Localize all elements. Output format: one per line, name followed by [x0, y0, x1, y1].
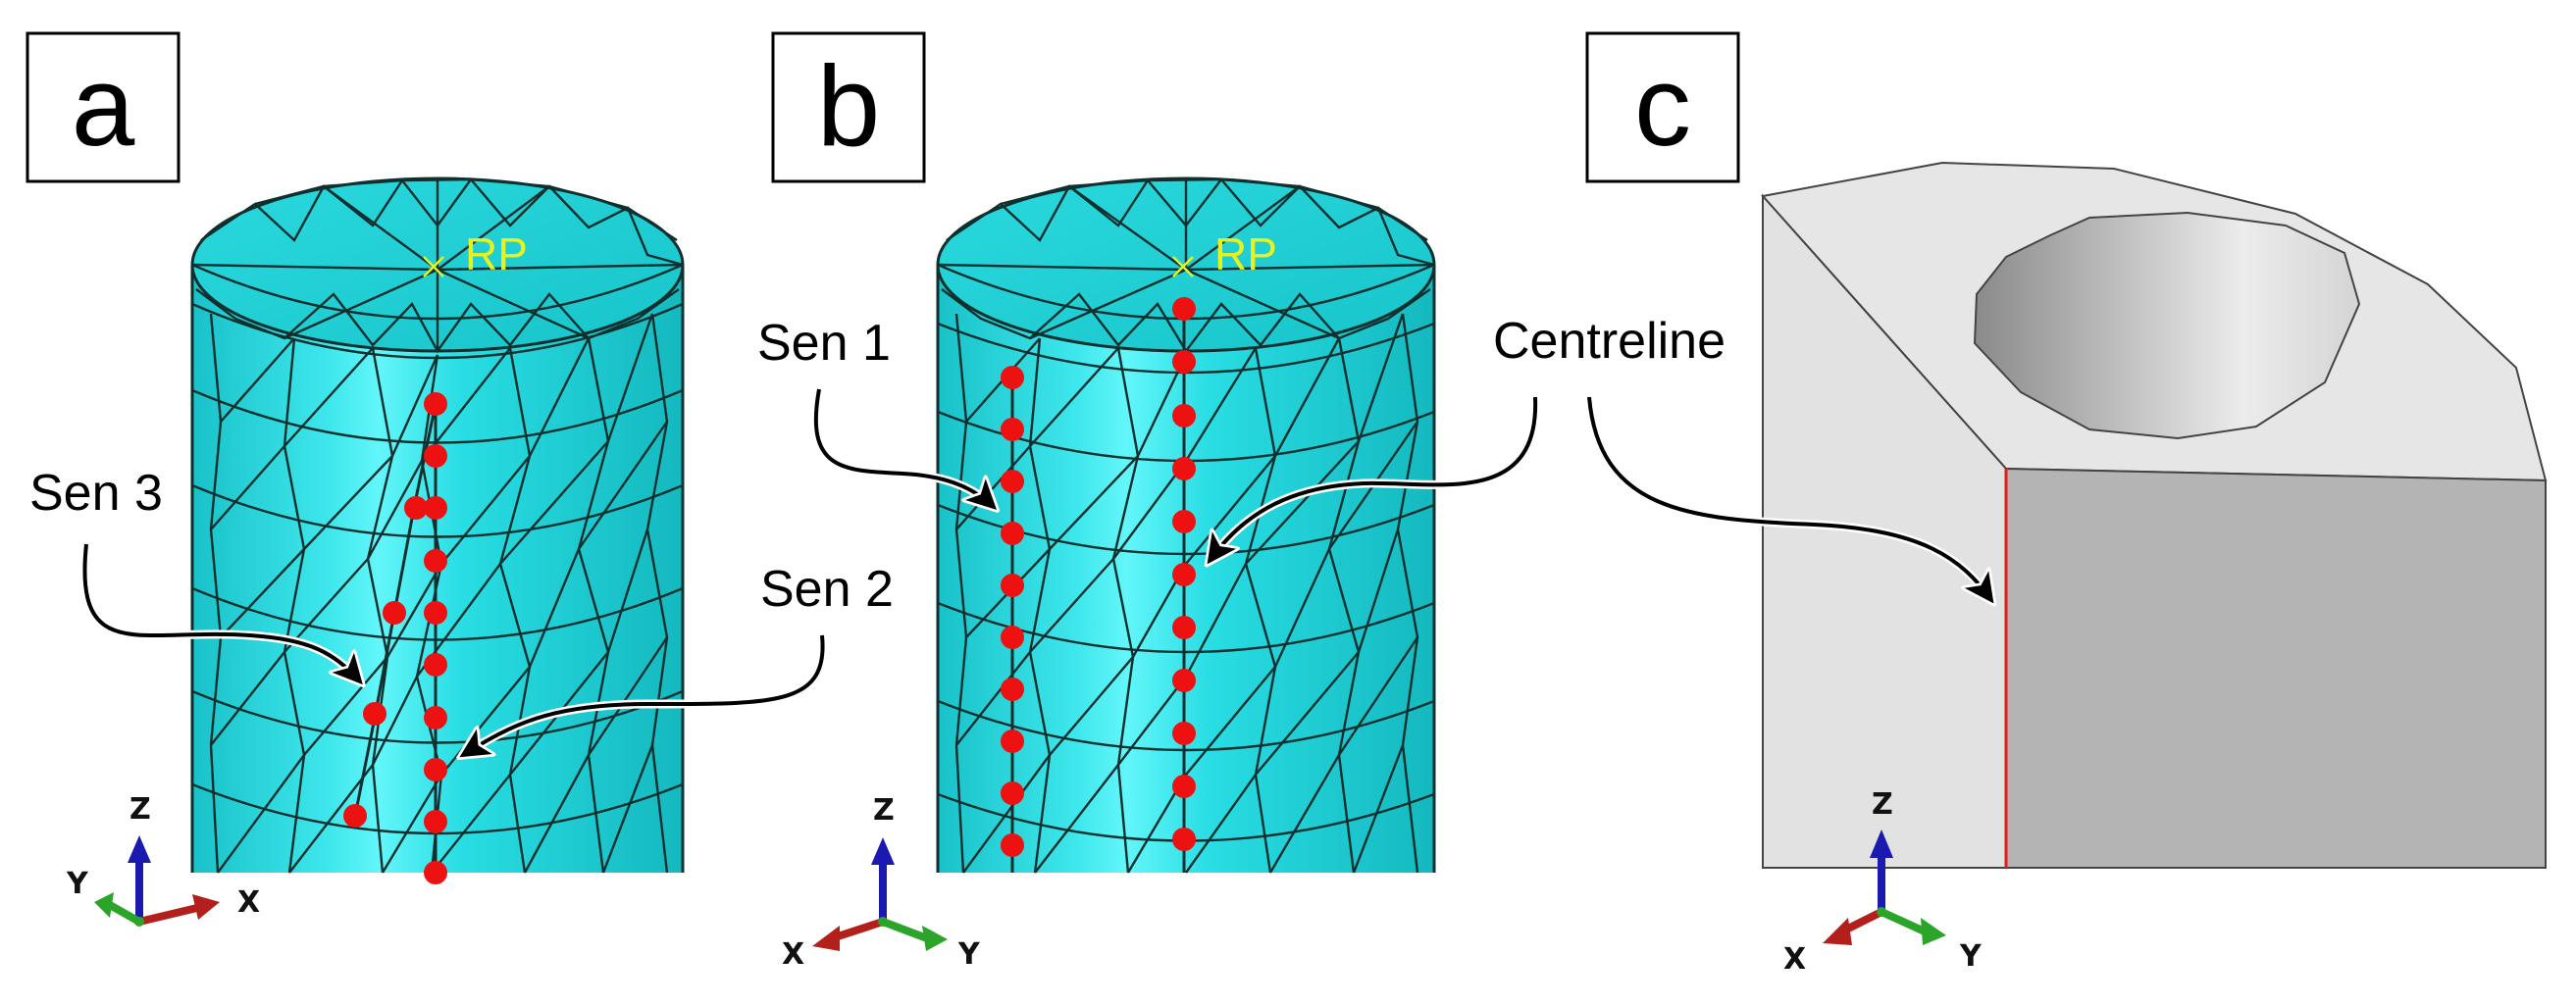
sensor-node — [1172, 510, 1196, 533]
sensor-node — [424, 496, 447, 520]
sensor-node — [424, 392, 447, 416]
sensor-node — [1001, 626, 1024, 649]
sensor-node — [1001, 522, 1024, 545]
sensor-node — [1172, 669, 1196, 692]
rp-marker-a: RP — [423, 228, 528, 279]
sensor-nodes-b-centre — [1172, 297, 1196, 851]
sensor-node — [424, 758, 447, 781]
sensor-node — [404, 496, 428, 520]
sensor-node — [1172, 828, 1196, 851]
panel-c-label: c — [1634, 42, 1691, 170]
axis-triad-a: Z X Y — [66, 792, 260, 927]
svg-text:Y: Y — [66, 867, 89, 901]
panel-b: b — [757, 31, 1540, 972]
sensor-node — [1172, 297, 1196, 321]
solid-block — [1761, 161, 2548, 869]
sensor-node — [363, 702, 386, 726]
sensor-node — [1001, 833, 1024, 857]
sensor-node — [1001, 678, 1024, 701]
sensor-node — [1172, 404, 1196, 428]
sensor-node — [1172, 563, 1196, 586]
sensor-nodes-b-sen1 — [1001, 366, 1024, 857]
rp-marker-b: RP — [1172, 228, 1277, 279]
sensor-node — [424, 861, 447, 884]
callout-sen-3: Sen 3 — [29, 465, 163, 522]
sensor-node — [1001, 729, 1024, 753]
sensor-node — [1001, 781, 1024, 805]
sensor-node — [1001, 366, 1024, 389]
callout-centreline: Centreline — [1493, 313, 1726, 370]
sensor-node — [1001, 574, 1024, 597]
panel-a: a — [26, 31, 894, 927]
sensor-node — [1172, 616, 1196, 639]
sensor-nodes-a — [343, 392, 447, 884]
sensor-node — [343, 804, 367, 828]
panel-a-label: a — [72, 42, 135, 170]
sensor-node — [424, 549, 447, 573]
svg-text:Y: Y — [957, 937, 981, 972]
panel-b-label-box — [771, 31, 926, 183]
svg-text:Z: Z — [1872, 787, 1893, 822]
sensor-node — [383, 601, 406, 625]
sensor-node — [424, 601, 447, 625]
panel-c-label-box — [1585, 31, 1740, 183]
sensor-node — [1172, 350, 1196, 374]
panel-a-label-box — [26, 31, 180, 183]
sensor-node — [1172, 775, 1196, 798]
axis-triad-b: Z X Y — [782, 793, 981, 972]
sensor-node — [424, 706, 447, 729]
svg-text:Y: Y — [1959, 939, 1983, 974]
callout-sen-2: Sen 2 — [760, 561, 894, 618]
axis-triad-c: Z X Y — [1783, 787, 1983, 977]
sensor-node — [1172, 722, 1196, 745]
sensor-node — [1001, 470, 1024, 493]
svg-text:RP: RP — [1214, 228, 1277, 279]
svg-text:X: X — [782, 937, 804, 972]
callout-sen-1: Sen 1 — [757, 315, 891, 372]
panel-c: c Centreline Z X Y — [1493, 31, 2548, 977]
sensor-node — [1172, 457, 1196, 480]
svg-text:RP: RP — [465, 228, 528, 279]
sensor-node — [424, 444, 447, 468]
panel-b-label: b — [817, 42, 881, 170]
sensor-node — [424, 810, 447, 833]
svg-text:Z: Z — [129, 792, 151, 827]
svg-text:Z: Z — [873, 793, 895, 828]
svg-text:X: X — [1783, 942, 1806, 977]
bore-hole — [1973, 211, 2361, 440]
sensor-node — [424, 653, 447, 677]
svg-text:X: X — [237, 885, 260, 920]
sensor-node — [1001, 418, 1024, 441]
